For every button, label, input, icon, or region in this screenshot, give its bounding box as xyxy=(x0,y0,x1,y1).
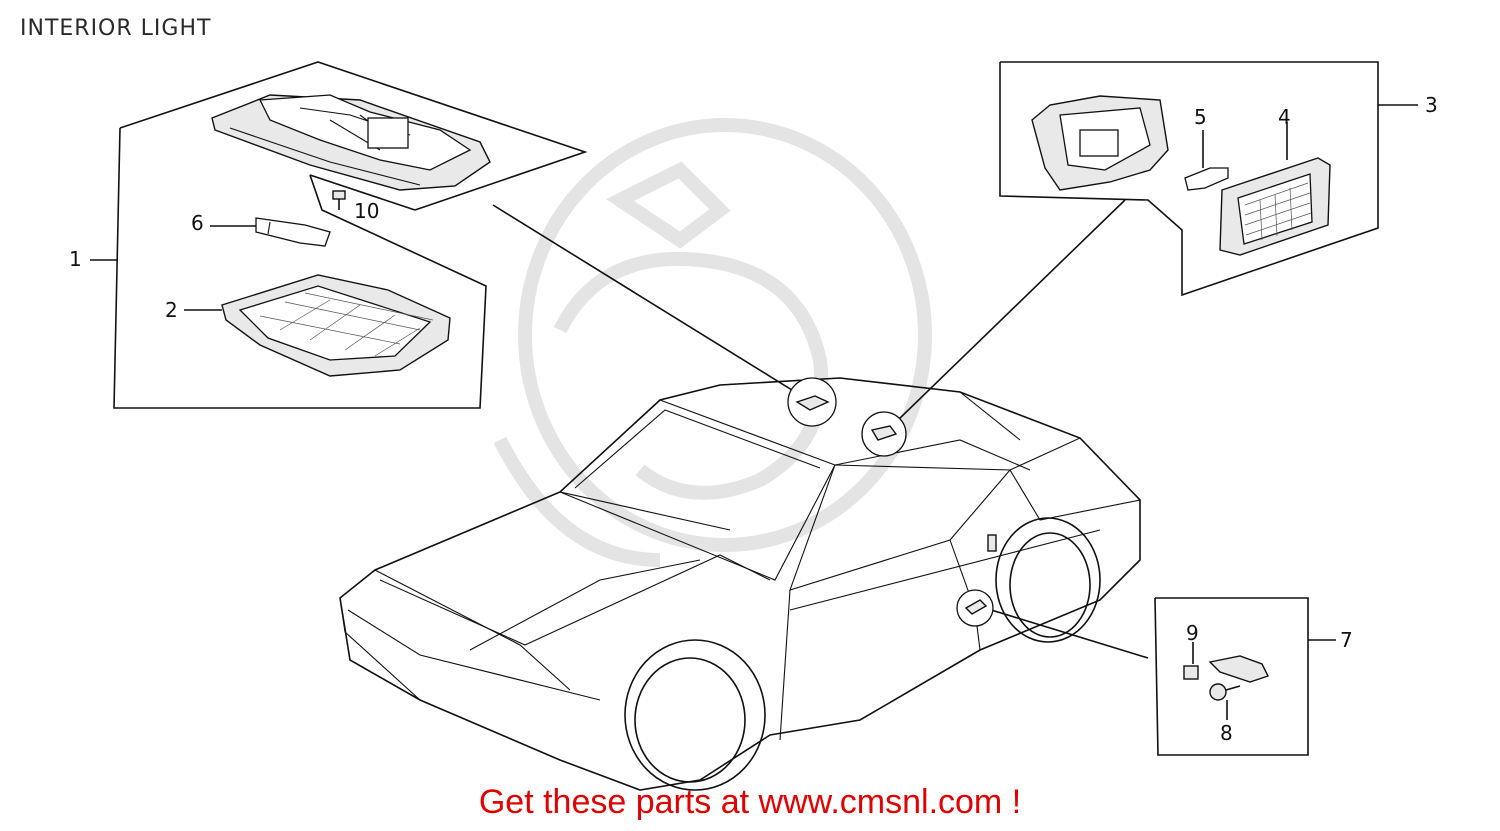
map-lamp-locator xyxy=(861,411,907,457)
callout-6: 6 xyxy=(191,211,204,235)
door-switch xyxy=(1208,655,1269,683)
leader-roof-lamp xyxy=(492,204,801,396)
callout-8: 8 xyxy=(1220,721,1233,745)
callout-9: 9 xyxy=(1186,621,1199,645)
callout-1: 1 xyxy=(69,247,82,271)
diagram-title: INTERIOR LIGHT xyxy=(20,16,212,41)
car-body xyxy=(339,377,1142,791)
bulb-5 xyxy=(1184,130,1229,191)
callout-5: 5 xyxy=(1194,105,1207,129)
callout-4: 4 xyxy=(1278,105,1291,129)
callout-10: 10 xyxy=(354,199,379,223)
door-switch-assembly-box xyxy=(1154,597,1336,756)
roof-lamp-lens-2 xyxy=(184,274,451,377)
screw-10 xyxy=(332,190,346,210)
roof-lamp-housing xyxy=(211,94,491,191)
roof-lamp-assembly-box xyxy=(113,61,588,409)
screw-8 xyxy=(1209,683,1241,720)
roof-lamp-locator xyxy=(787,377,837,427)
bulb-6 xyxy=(210,217,331,247)
map-lamp-housing xyxy=(1031,95,1169,191)
leader-map-lamp xyxy=(897,199,1126,421)
leader-door-switch xyxy=(974,604,1149,659)
callout-2: 2 xyxy=(165,298,178,322)
callout-7: 7 xyxy=(1340,628,1353,652)
watermark-logo xyxy=(493,118,932,567)
callout-3: 3 xyxy=(1425,93,1438,117)
map-lamp-lens-4 xyxy=(1219,122,1331,256)
switch-cap-9 xyxy=(1183,642,1199,680)
map-lamp-assembly-box xyxy=(999,61,1418,297)
door-switch-locator xyxy=(956,589,994,627)
footer-link[interactable]: Get these parts at www.cmsnl.com ! xyxy=(478,783,1022,821)
